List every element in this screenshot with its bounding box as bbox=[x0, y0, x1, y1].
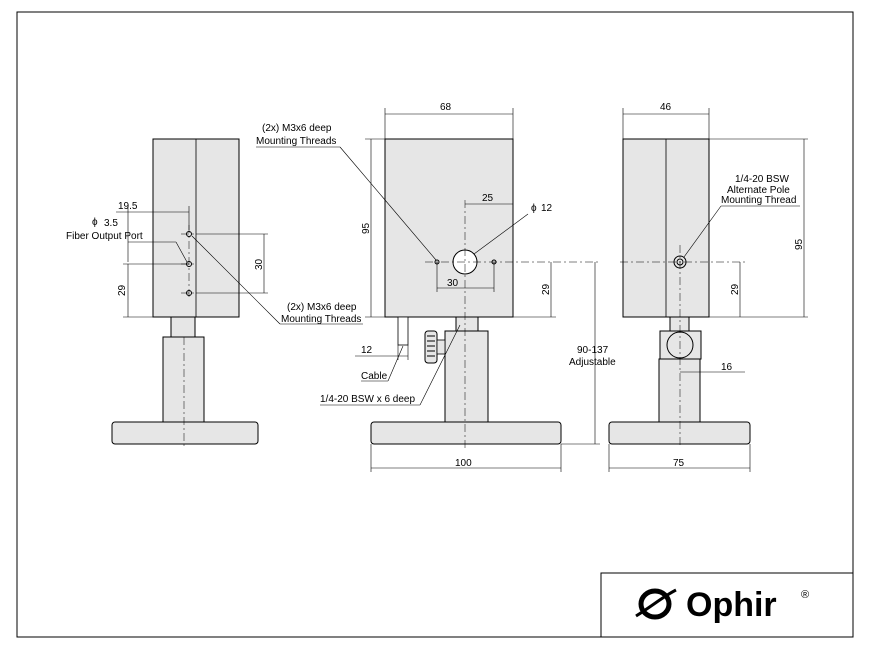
dim-front-width: 68 bbox=[440, 102, 452, 113]
ophir-swoosh-icon bbox=[635, 588, 677, 620]
dim-right-height: 95 bbox=[794, 238, 805, 250]
ophir-logo: Ophir ® bbox=[635, 586, 809, 624]
dim-right-width: 46 bbox=[660, 102, 672, 113]
fiber-port-phi: ϕ bbox=[92, 217, 98, 228]
left-base bbox=[111, 421, 259, 445]
dim-right-base-width: 75 bbox=[673, 458, 685, 469]
fiber-port-label: Fiber Output Port bbox=[66, 231, 143, 242]
cable-connector bbox=[397, 316, 409, 346]
front-view: 68 95 25 ϕ 12 30 29 90-137 Adjustable 10… bbox=[256, 102, 616, 472]
dim-front-height: 95 bbox=[361, 222, 372, 234]
m3-top-line1: (2x) M3x6 deep bbox=[262, 123, 332, 134]
dim-front-base-height: 29 bbox=[541, 283, 552, 295]
left-post-collar bbox=[170, 316, 196, 338]
dim-right-base-height: 29 bbox=[730, 283, 741, 295]
left-view: 19.5 ϕ 3.5 Fiber Output Port 30 29 (2x) … bbox=[66, 138, 363, 448]
dim-left-spacing: 30 bbox=[254, 258, 265, 270]
ophir-wordmark: Ophir bbox=[686, 586, 777, 624]
front-bore-phi: ϕ bbox=[531, 203, 537, 214]
dim-overall-height-note: Adjustable bbox=[569, 357, 616, 368]
ophir-registered: ® bbox=[801, 589, 809, 601]
right-post-collar bbox=[669, 316, 690, 332]
dim-front-offset: 25 bbox=[482, 193, 494, 204]
m3-top-line2: Mounting Threads bbox=[256, 136, 336, 147]
alt-line2: Alternate Pole bbox=[727, 185, 790, 196]
dim-left-width: 19.5 bbox=[118, 201, 138, 212]
front-head bbox=[384, 138, 514, 318]
dim-cable-offset: 12 bbox=[361, 345, 373, 356]
dim-overall-height: 90-137 bbox=[577, 345, 609, 356]
alt-line3: Mounting Thread bbox=[721, 195, 796, 206]
right-view: 46 95 29 1/4-20 BSW Alternate Pole Mount… bbox=[608, 102, 808, 472]
alt-line1: 1/4-20 BSW bbox=[735, 174, 789, 185]
dim-post-offset: 16 bbox=[721, 362, 733, 373]
drawing-frame bbox=[16, 11, 854, 638]
dim-bore-dia: 12 bbox=[541, 203, 553, 214]
front-post-collar bbox=[455, 316, 479, 332]
dim-base-width: 100 bbox=[455, 458, 472, 469]
fiber-port-dia: 3.5 bbox=[104, 218, 118, 229]
m3-left-line2: Mounting Threads bbox=[281, 314, 361, 325]
m3-left-line1: (2x) M3x6 deep bbox=[287, 302, 357, 313]
front-base bbox=[370, 421, 562, 445]
right-base bbox=[608, 421, 751, 445]
dim-front-holes: 30 bbox=[447, 278, 459, 289]
left-post bbox=[162, 336, 205, 423]
cable-label: Cable bbox=[361, 371, 388, 382]
bsw-deep-label: 1/4-20 BSW x 6 deep bbox=[320, 394, 415, 405]
dim-left-base-height: 29 bbox=[117, 284, 128, 296]
front-post bbox=[444, 330, 489, 423]
right-post bbox=[658, 358, 701, 423]
